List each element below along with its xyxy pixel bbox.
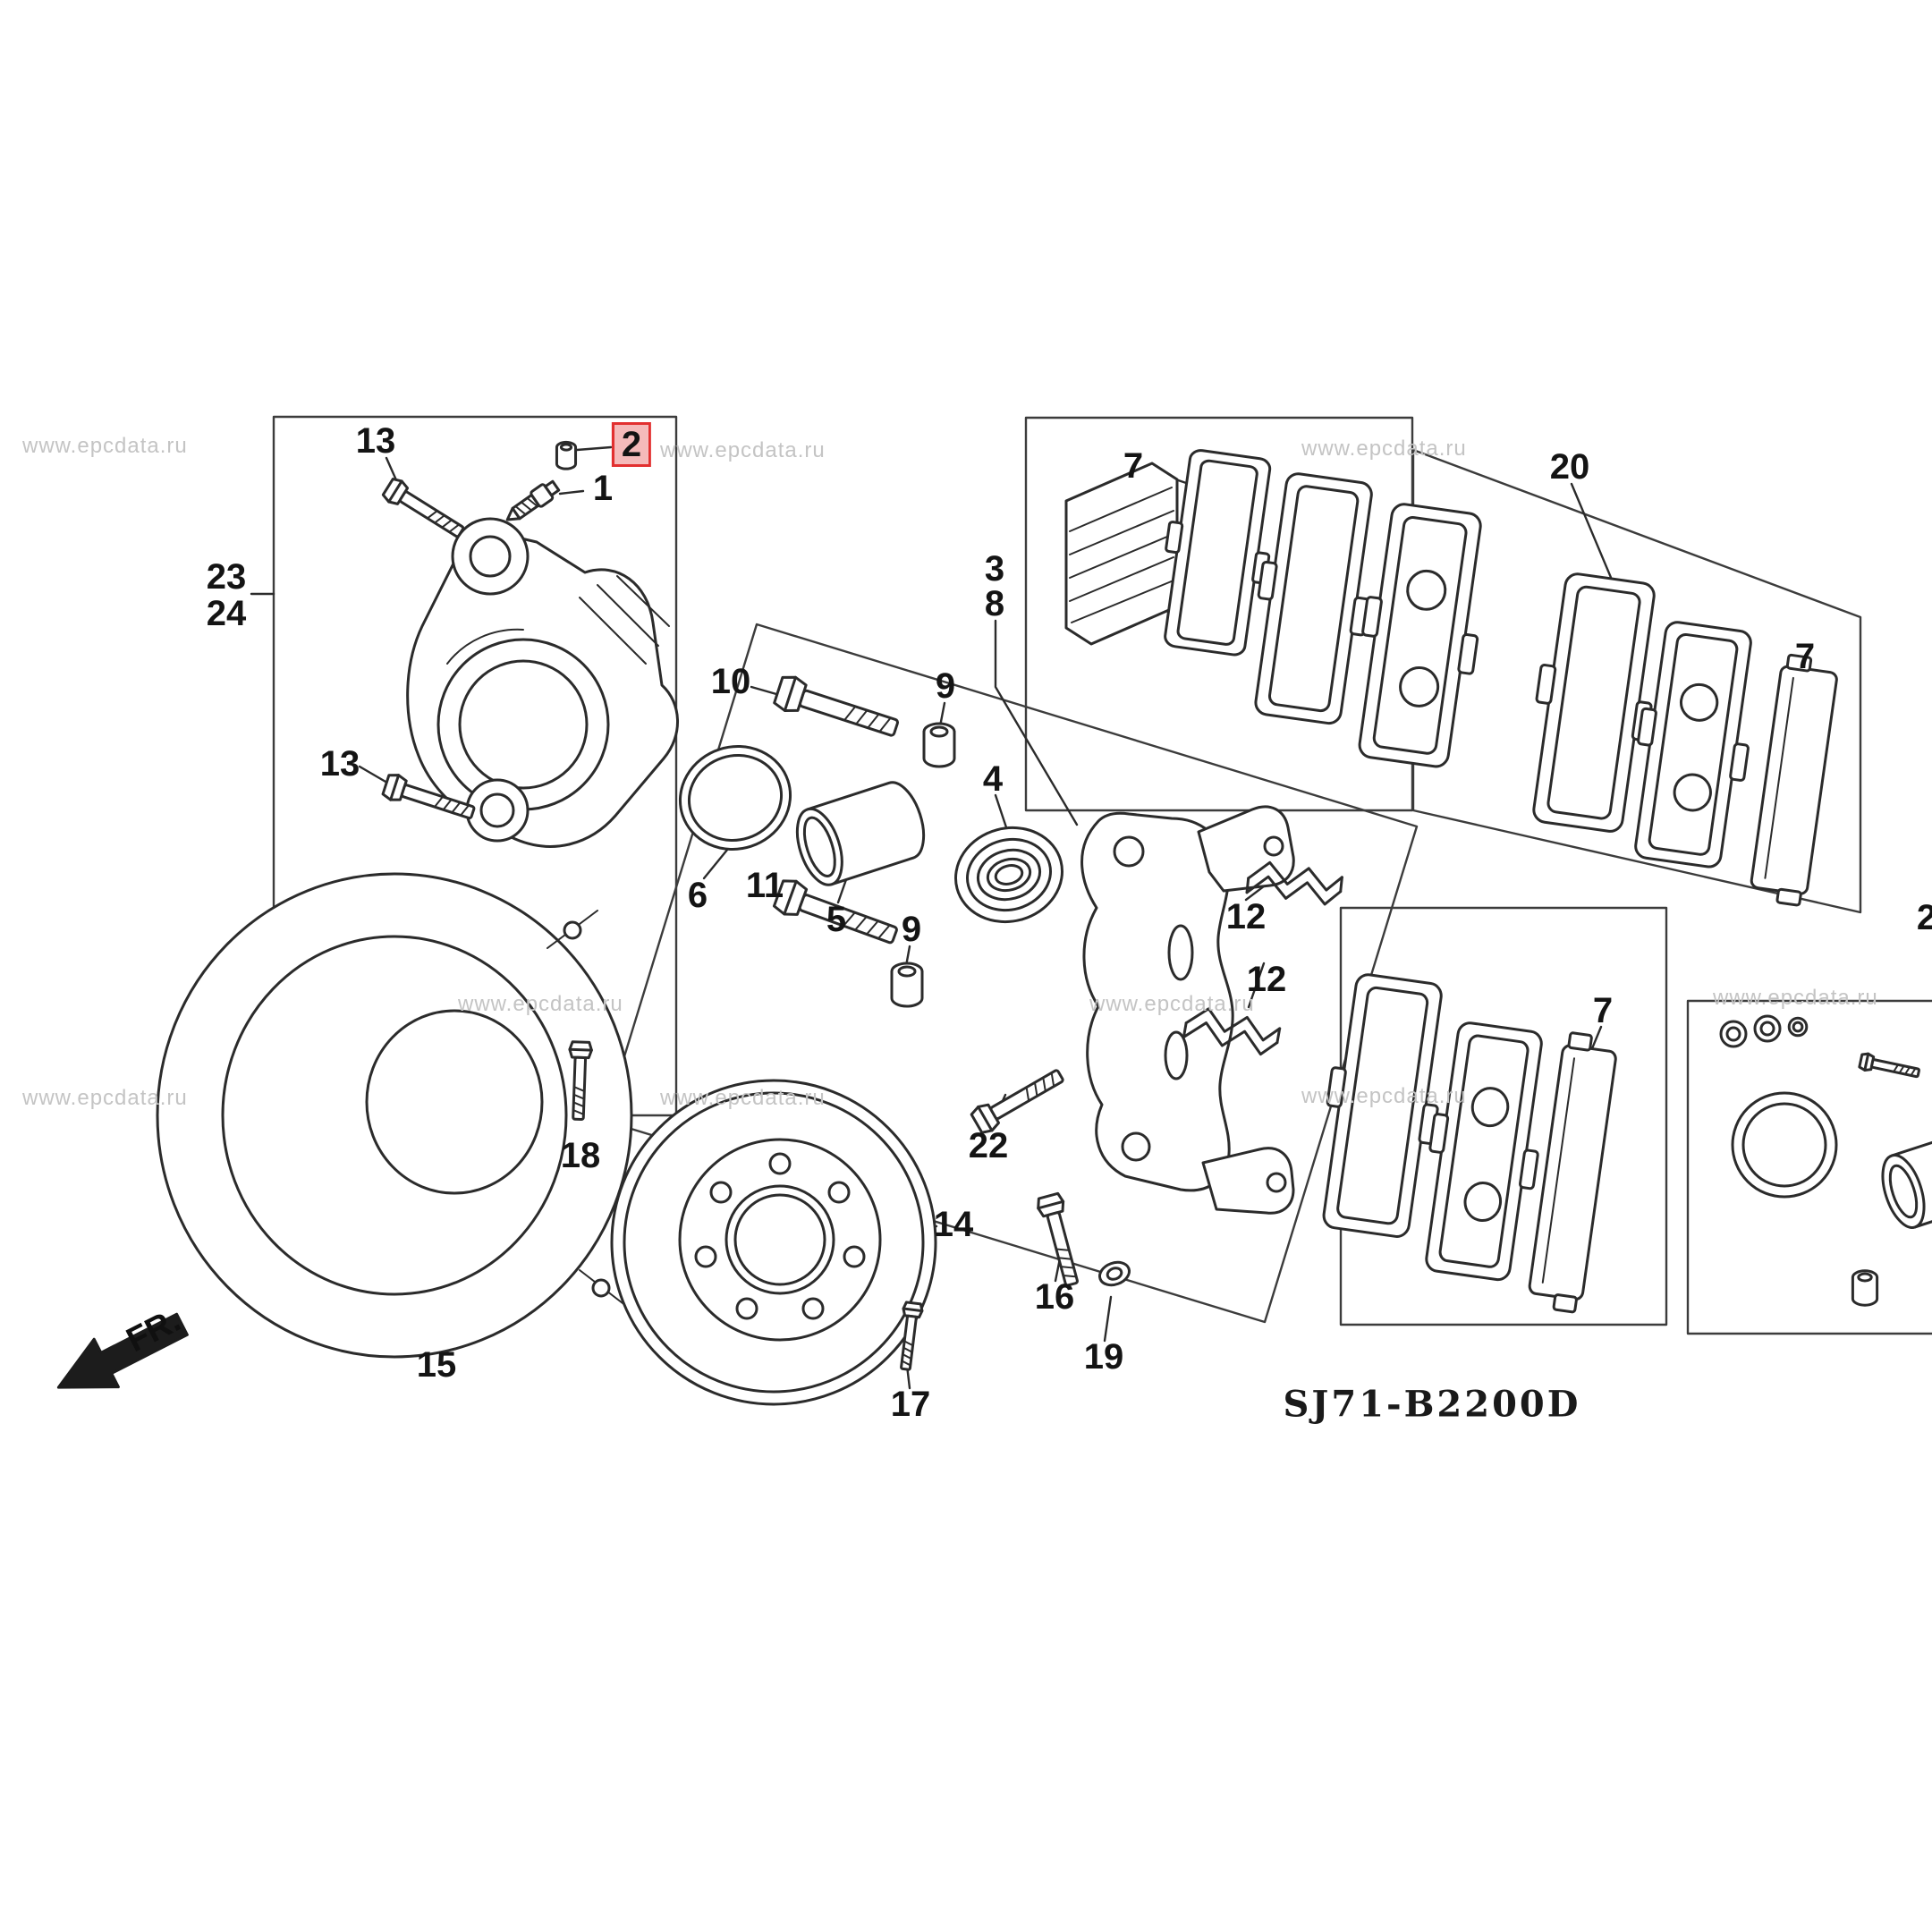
pad-retainer-clip-upper: [1247, 860, 1343, 906]
callout-20[interactable]: 20: [1549, 447, 1590, 487]
callout-2[interactable]: 2: [614, 425, 649, 464]
callout-12[interactable]: 12: [1225, 897, 1267, 936]
watermark: www.epcdata.ru: [458, 992, 623, 1016]
bleeder-screw: [502, 479, 561, 527]
group-box-middle: [605, 624, 1417, 1322]
caliper-bracket: [1082, 807, 1294, 1213]
callout-8[interactable]: 8: [984, 584, 1005, 623]
watermark: www.epcdata.ru: [22, 434, 188, 458]
fr-direction-arrow-icon: [47, 1301, 194, 1411]
callout-24[interactable]: 24: [206, 594, 247, 633]
pad-shim-stack: [1066, 463, 1177, 644]
callout-13[interactable]: 13: [319, 744, 360, 784]
pad-retainer-clip-lower: [1183, 1005, 1281, 1056]
callout-5[interactable]: 5: [826, 900, 847, 939]
callout-16[interactable]: 16: [1034, 1277, 1075, 1317]
caliper-bolt-upper: [380, 475, 469, 544]
watermark: www.epcdata.ru: [1301, 436, 1467, 461]
callout-9[interactable]: 9: [935, 666, 956, 706]
watermark: www.epcdata.ru: [1089, 992, 1255, 1016]
callout-1[interactable]: 1: [592, 469, 614, 508]
watermark: www.epcdata.ru: [1713, 986, 1878, 1010]
watermark: www.epcdata.ru: [22, 1086, 188, 1110]
pin-cap-upper: [922, 722, 956, 768]
callout-7[interactable]: 7: [1123, 446, 1144, 486]
callout-18[interactable]: 18: [560, 1136, 601, 1175]
bleeder-cap: [555, 441, 577, 470]
piston-seal: [666, 733, 803, 864]
brake-pad-lower-inner: [1413, 1020, 1555, 1283]
watermark: www.epcdata.ru: [1301, 1084, 1467, 1108]
seal-kit-contents: [1719, 1014, 1932, 1307]
banjo-bolt-22: [968, 1062, 1069, 1137]
brake-disc: [612, 1080, 936, 1404]
callout-15[interactable]: 15: [416, 1345, 457, 1385]
callout-14[interactable]: 14: [933, 1205, 974, 1244]
callout-22[interactable]: 22: [968, 1126, 1009, 1165]
callout-11[interactable]: 11: [745, 866, 784, 905]
callout-10[interactable]: 10: [710, 662, 751, 701]
callout-12[interactable]: 12: [1246, 960, 1287, 999]
callout-2[interactable]: 2: [1916, 898, 1932, 937]
piston: [789, 777, 932, 891]
pad-shim-lower: [1525, 1030, 1621, 1315]
dust-shield: [157, 874, 631, 1357]
brake-caliper: [408, 519, 678, 846]
callout-23[interactable]: 23: [206, 557, 247, 597]
callout-7[interactable]: 7: [1794, 637, 1816, 676]
callout-13[interactable]: 13: [355, 421, 396, 461]
callout-7[interactable]: 7: [1592, 991, 1614, 1030]
watermark: www.epcdata.ru: [660, 438, 826, 462]
pad-shim-right: [1747, 652, 1841, 908]
watermark: www.epcdata.ru: [660, 1086, 826, 1110]
callout-9[interactable]: 9: [901, 910, 922, 949]
washer-19: [1097, 1258, 1132, 1289]
callout-19[interactable]: 19: [1083, 1337, 1124, 1377]
piston-boot: [945, 816, 1073, 934]
bracket-bolt-16: [1034, 1191, 1086, 1289]
part-code: SJ71-B2200D: [1283, 1383, 1581, 1426]
callout-17[interactable]: 17: [890, 1385, 931, 1424]
brake-pad-top-inner: [1345, 501, 1495, 770]
callout-6[interactable]: 6: [687, 876, 708, 915]
guide-pin-upper: [771, 672, 903, 747]
callout-3[interactable]: 3: [984, 549, 1005, 589]
callout-4[interactable]: 4: [982, 759, 1004, 799]
group-box-seal-kit: [1688, 1001, 1932, 1334]
pin-cap-lower: [890, 962, 924, 1008]
